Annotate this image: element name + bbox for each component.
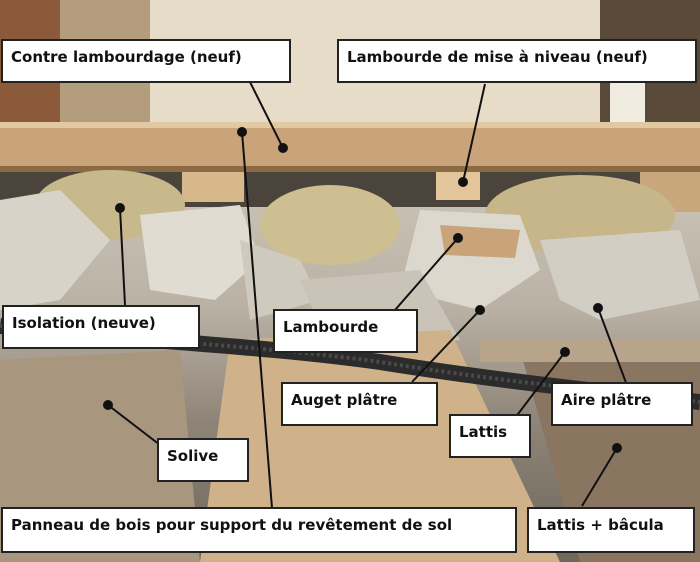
plaster-chunk-1 [0,190,110,310]
plaster-chunk-2 [140,205,260,300]
label-solive: Solive [157,438,249,482]
contre-lambourdage-beam [0,122,700,172]
label-lambourde-niveau: Lambourde de mise à niveau (neuf) [337,39,697,83]
lath-block-left [182,172,244,202]
label-isolation: Isolation (neuve) [2,305,200,349]
label-lattis: Lattis [449,414,531,458]
beam-shadow [0,166,700,172]
label-lattis-bacula: Lattis + bâcula [527,507,695,553]
lambourde-wood [440,225,520,258]
label-lambourde: Lambourde [273,309,418,353]
label-panneau-bois: Panneau de bois pour support du revêteme… [1,507,517,553]
insulation-center [260,185,400,265]
label-auget-platre: Auget plâtre [281,382,438,426]
beam-highlight [0,122,700,128]
label-contre-lambourdage: Contre lambourdage (neuf) [1,39,291,83]
lath-block-center [436,172,480,200]
aire-platre-edge [480,340,700,362]
label-aire-platre: Aire plâtre [551,382,693,426]
plaster-chunk-5 [540,230,700,320]
